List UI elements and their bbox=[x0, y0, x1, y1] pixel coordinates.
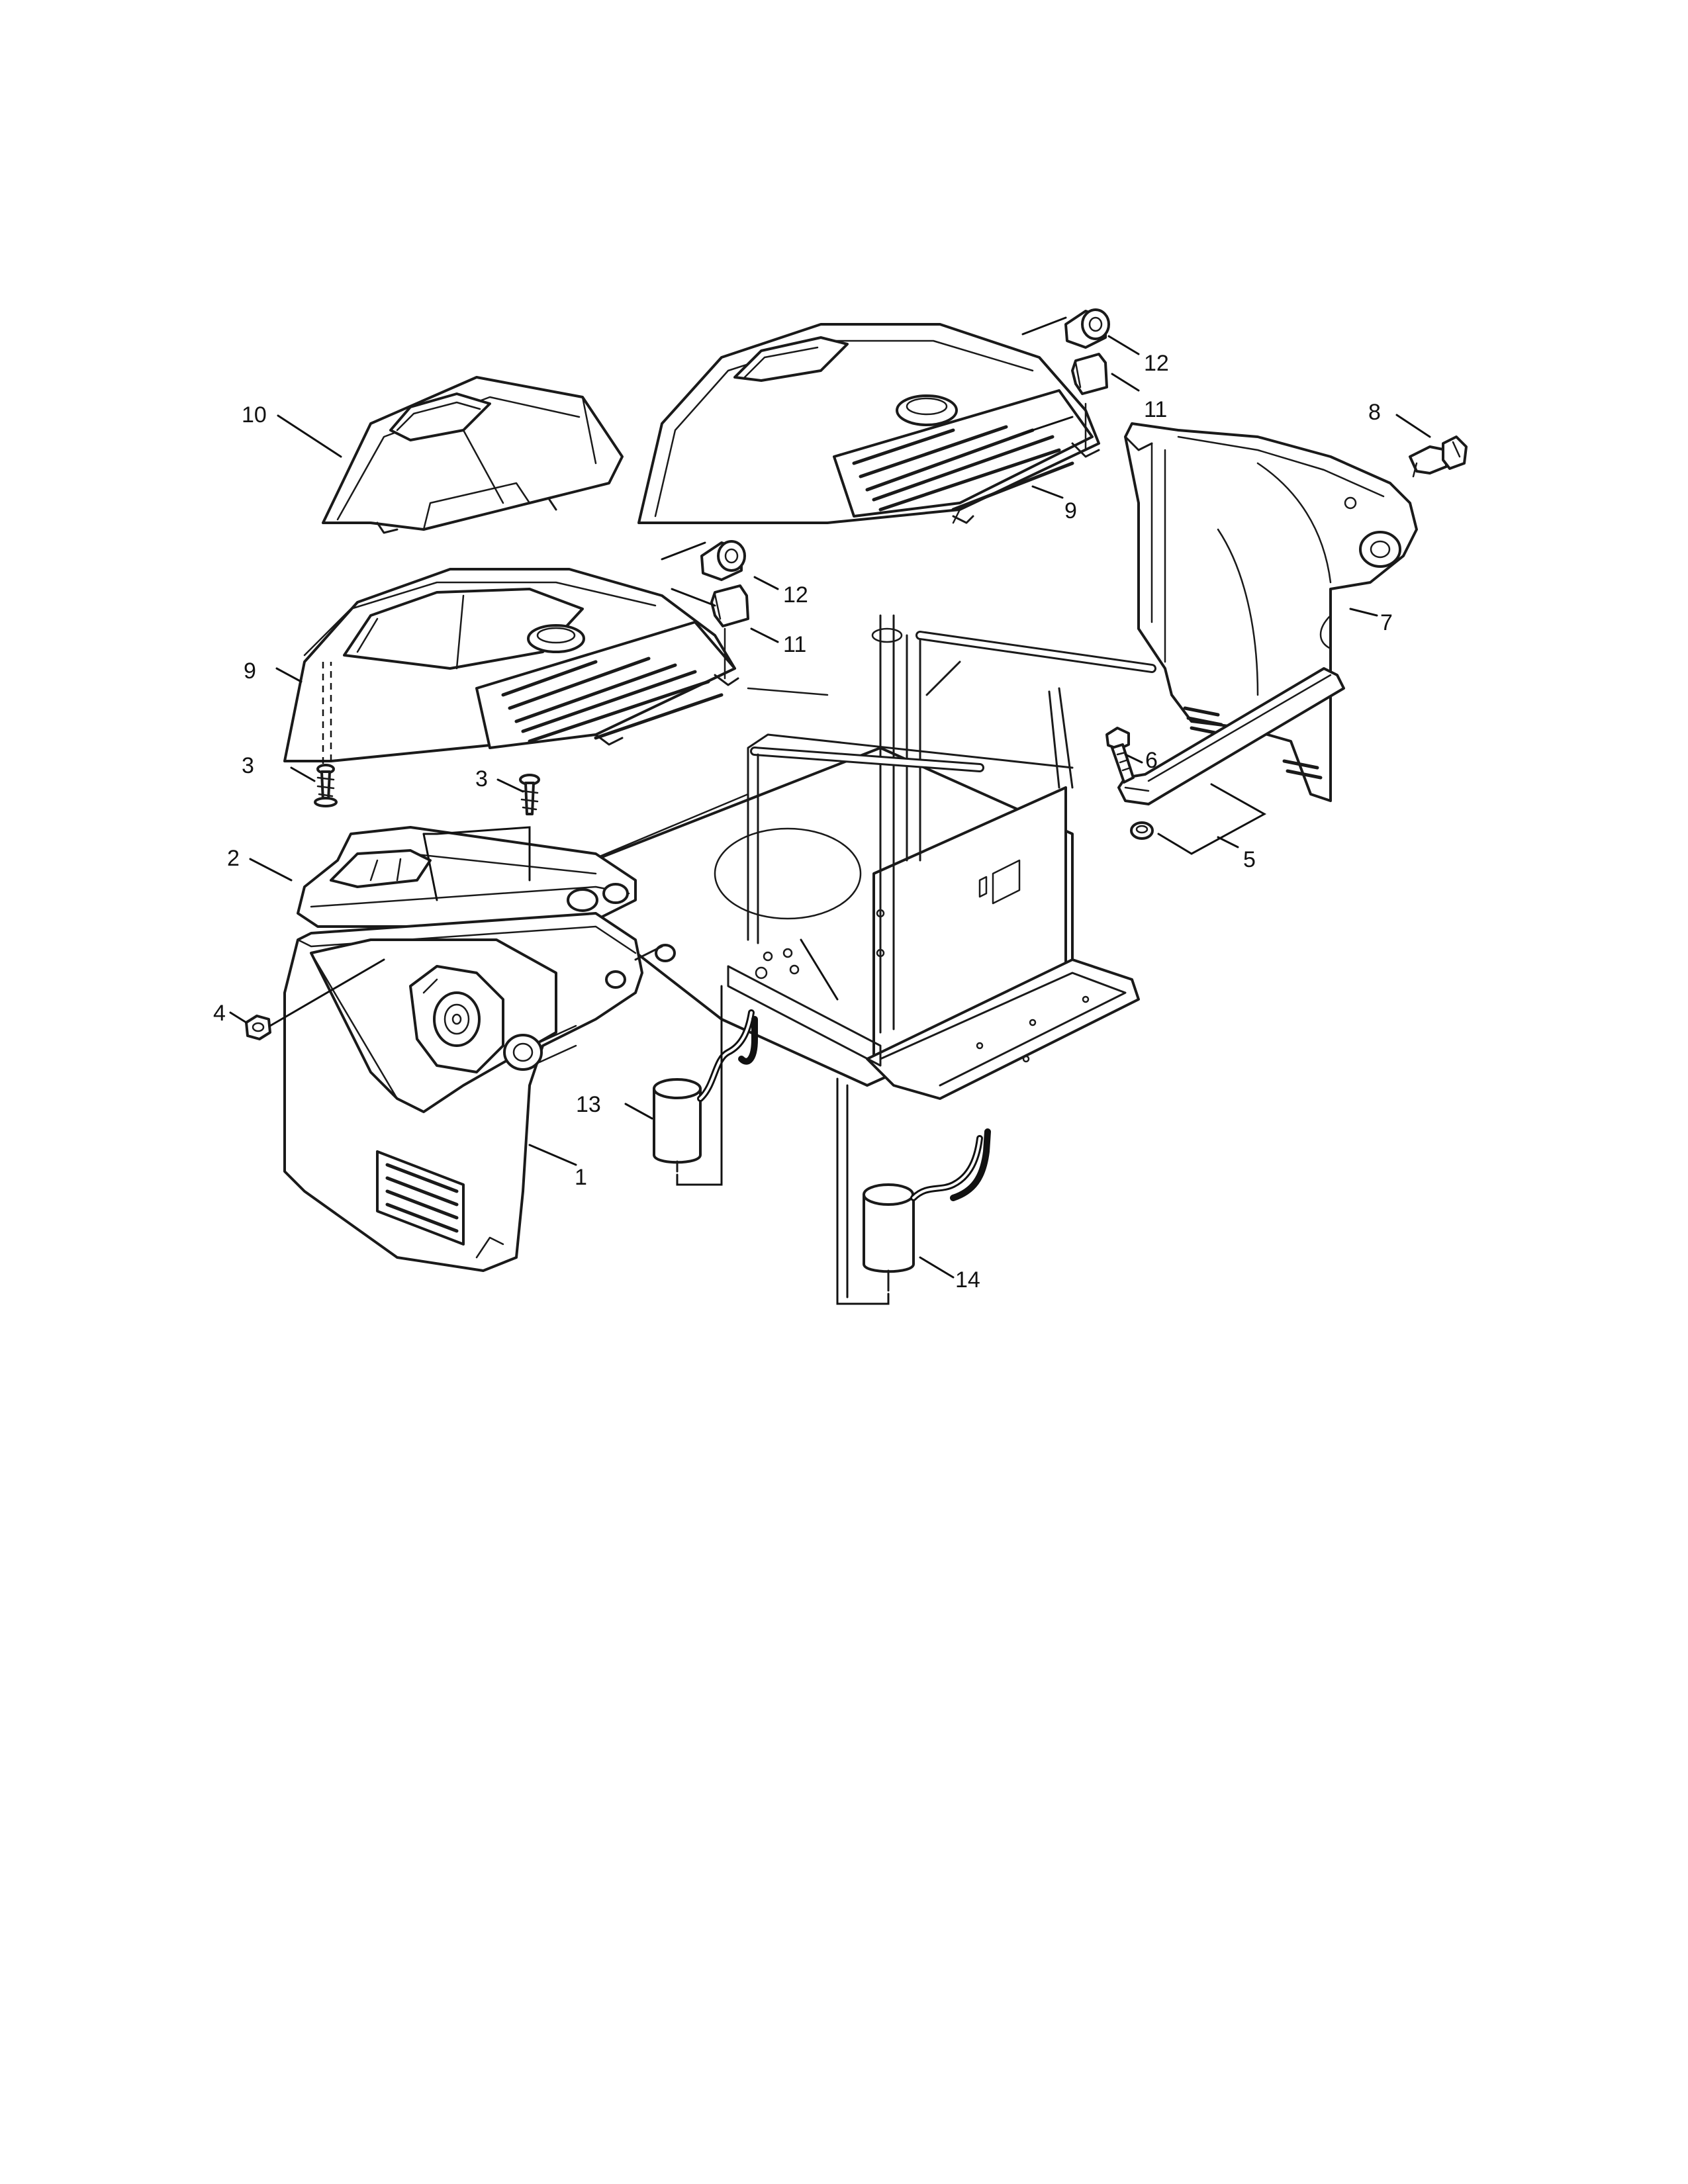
part-9-upper-cover bbox=[637, 323, 1100, 524]
callout-8: 8 bbox=[1368, 400, 1381, 425]
callout-4: 4 bbox=[213, 1001, 226, 1026]
part-12-upper-cap bbox=[1064, 308, 1110, 349]
part-3-screw-left bbox=[314, 764, 338, 807]
part-9-lower-cover bbox=[283, 568, 739, 781]
part-12-lower-cap bbox=[700, 540, 746, 581]
callout-13: 13 bbox=[576, 1092, 601, 1117]
callout-3-left: 3 bbox=[242, 753, 254, 778]
callout-3-right: 3 bbox=[475, 766, 488, 792]
part-5-handle-bar bbox=[1117, 667, 1345, 805]
part-3-screw-right bbox=[519, 774, 540, 815]
part-1-main-housing bbox=[283, 912, 676, 1272]
central-frame bbox=[541, 614, 1156, 1100]
part-10-top-cover bbox=[322, 376, 624, 534]
callout-6: 6 bbox=[1145, 748, 1158, 773]
part-13-capacitor bbox=[653, 1009, 758, 1173]
part-6-bolt bbox=[1105, 727, 1135, 784]
part-11-upper-sleeve bbox=[1071, 353, 1108, 395]
part-14-capacitor bbox=[863, 1128, 991, 1292]
callout-9-lower: 9 bbox=[244, 659, 256, 684]
part-4-nut bbox=[245, 1015, 271, 1040]
callout-11-lower: 11 bbox=[783, 632, 806, 657]
callout-14: 14 bbox=[955, 1267, 980, 1293]
part-8-latch bbox=[1409, 435, 1468, 478]
part-2-top-rail bbox=[297, 826, 637, 928]
callout-12-upper: 12 bbox=[1144, 351, 1169, 376]
part-11-lower-sleeve bbox=[710, 584, 749, 627]
callout-11-upper: 11 bbox=[1144, 397, 1167, 422]
leader-lines bbox=[229, 316, 1431, 1305]
callout-7: 7 bbox=[1380, 610, 1393, 635]
callout-labels: 10 12 11 8 9 7 12 11 9 3 3 6 2 5 4 1 13 … bbox=[213, 351, 1393, 1293]
part-7-right-housing bbox=[1124, 422, 1418, 802]
part-5-cap bbox=[1130, 821, 1154, 840]
callout-5: 5 bbox=[1243, 847, 1256, 872]
callout-1: 1 bbox=[575, 1165, 587, 1190]
callout-9-upper: 9 bbox=[1064, 498, 1077, 523]
callout-10: 10 bbox=[242, 402, 267, 428]
callout-12-lower: 12 bbox=[783, 582, 808, 608]
callout-2: 2 bbox=[227, 846, 240, 871]
